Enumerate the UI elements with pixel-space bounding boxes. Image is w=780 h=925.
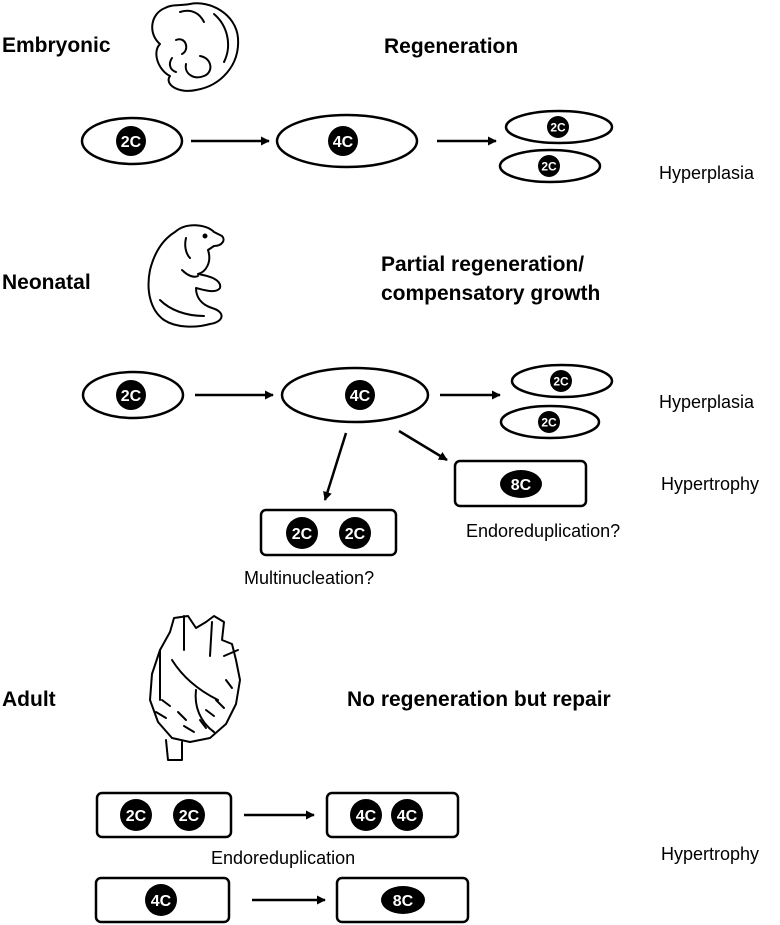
embryonic-cell-2c: 2C — [80, 116, 184, 166]
nucleus-label: 4C — [397, 808, 418, 825]
heading-regeneration: Regeneration — [384, 35, 519, 58]
note-endoreduplication: Endoreduplication — [211, 848, 356, 868]
embryonic-daughter-cell-bottom: 2C — [498, 148, 602, 184]
nucleus-label: 2C — [541, 416, 557, 430]
note-multinucleation-question: Multinucleation? — [244, 568, 375, 588]
arrow-to-endoreduplication — [398, 429, 448, 462]
stage-label-embryonic: Embryonic — [2, 34, 111, 57]
nucleus-label: 2C — [121, 388, 142, 405]
heading-partial-regeneration-line2: compensatory growth — [381, 282, 601, 305]
embryo-icon — [151, 2, 240, 92]
nucleus-label: 4C — [151, 893, 172, 910]
nucleus-label: 4C — [333, 134, 354, 151]
stage-label-adult: Adult — [2, 688, 56, 711]
nucleus-label: 4C — [350, 388, 371, 405]
neonatal-mouse-icon — [147, 224, 225, 328]
adult-binucleated-cell-4c: 4C 4C — [325, 791, 460, 839]
outcome-hyperplasia-embryonic: Hyperplasia — [659, 163, 755, 183]
nucleus-label: 2C — [121, 134, 142, 151]
nucleus-label: 8C — [393, 893, 414, 910]
neonatal-daughter-cell-bottom: 2C — [499, 404, 601, 440]
heading-no-regeneration: No regeneration but repair — [347, 688, 611, 711]
adult-mononucleated-cell-4c: 4C — [94, 876, 231, 924]
nucleus-label: 2C — [292, 526, 313, 543]
outcome-hyperplasia-neonatal: Hyperplasia — [659, 392, 755, 412]
outcome-hypertrophy-adult: Hypertrophy — [661, 844, 760, 864]
adult-binucleated-cell-2c: 2C 2C — [95, 791, 233, 839]
neonatal-binucleated-cell: 2C 2C — [259, 508, 398, 557]
neonatal-daughter-cell-top: 2C — [510, 363, 614, 399]
nucleus-label: 2C — [345, 526, 366, 543]
nucleus-label: 2C — [553, 375, 569, 389]
arrow-to-multinucleation — [323, 432, 348, 501]
neonatal-cell-2c: 2C — [81, 370, 185, 420]
heading-partial-regeneration-line1: Partial regeneration/ — [381, 253, 585, 276]
embryonic-cell-4c: 4C — [275, 113, 419, 169]
neonatal-cell-4c: 4C — [280, 366, 430, 424]
embryonic-daughter-cell-top: 2C — [504, 109, 614, 145]
neonatal-hypertrophy-cell-8c: 8C — [453, 459, 588, 508]
nucleus-label: 2C — [126, 808, 147, 825]
nucleus-label: 2C — [541, 160, 557, 174]
nucleus-label: 8C — [511, 477, 532, 494]
outcome-hypertrophy-neonatal: Hypertrophy — [661, 474, 760, 494]
stage-label-neonatal: Neonatal — [2, 271, 91, 294]
nucleus-label: 2C — [550, 121, 566, 135]
nucleus-label: 2C — [179, 808, 200, 825]
nucleus-label: 4C — [356, 808, 377, 825]
note-endoreduplication-question: Endoreduplication? — [466, 521, 621, 541]
adult-mononucleated-cell-8c: 8C — [335, 876, 470, 924]
adult-heart-icon — [149, 615, 241, 761]
